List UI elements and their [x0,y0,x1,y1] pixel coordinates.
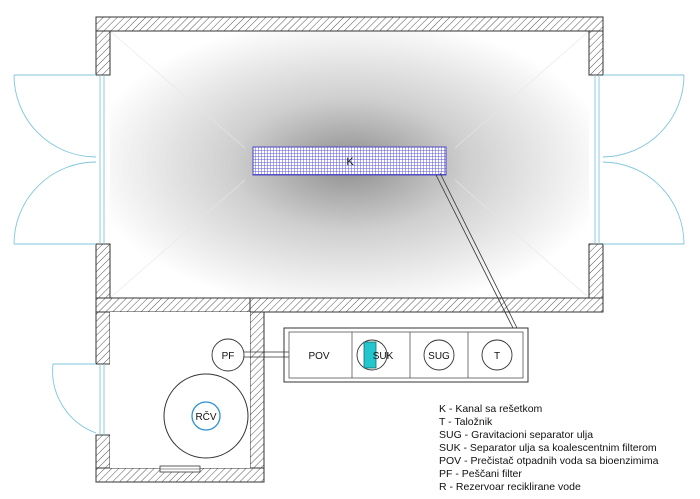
legend-item: PF - Peščani filter [439,468,522,480]
bottom-window [159,465,201,473]
legend-item: R - Rezervoar reciklirane vode [439,481,581,493]
label-suk: SUK [373,351,394,362]
sug-separator [423,339,455,371]
settling-tank [481,339,513,371]
legend-item: K - Kanal sa rešetkom [439,403,543,415]
walls [95,16,604,483]
channel-grate [252,146,447,176]
small-room-door [52,363,105,435]
right-double-door [594,74,685,245]
label-t: T [494,351,500,362]
legend-item: SUG - Gravitacioni separator ulja [439,429,593,441]
legend: K - Kanal sa rešetkom T - Taložnik SUG -… [439,403,659,493]
left-double-door [13,74,105,245]
label-pov: POV [308,351,329,362]
label-rcv: RČV [195,410,216,423]
recycled-water-tank [163,373,249,459]
sand-filter [211,338,245,372]
floor-perspective-lines [109,30,590,299]
suk-separator [356,339,388,371]
label-k: K [346,156,354,168]
drain-pipe [435,172,518,329]
legend-item: T - Taložnik [439,416,493,428]
label-sug: SUG [428,351,450,362]
legend-item: POV - Prečistač otpadnih voda sa bioenzi… [439,455,659,467]
legend-item: SUK - Separator ulja sa koalescentnim fi… [439,442,657,454]
label-pf: PF [222,351,235,362]
pf-pipe [244,351,289,358]
